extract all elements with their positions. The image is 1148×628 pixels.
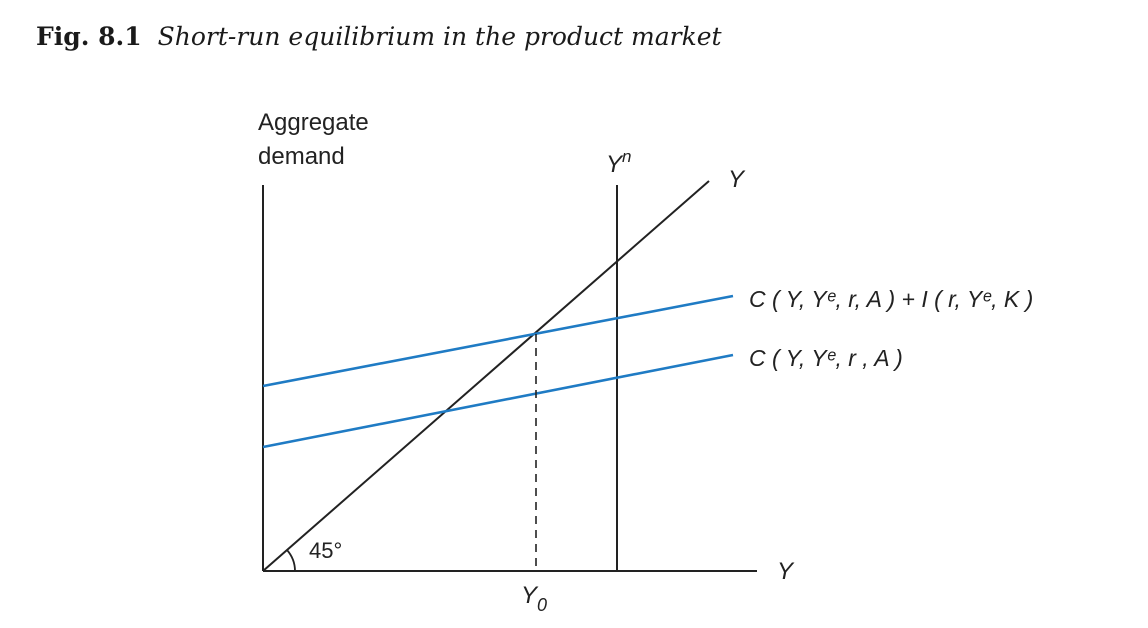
x-axis-label: Y: [777, 558, 795, 585]
consumption-line: [262, 353, 734, 449]
curve-upper-label: C ( Y, Yᵉ, r, A ) + I ( r, Yᵉ, K ): [749, 286, 1033, 312]
figure-caption: Short-run equilibrium in the product mar…: [157, 22, 722, 51]
y-axis-label-line1: Aggregate: [258, 109, 369, 136]
line-45-label: Y: [728, 166, 746, 193]
line-45-degree: [262, 180, 710, 572]
angle-arc: [286, 549, 296, 572]
curve-lower-label: C ( Y, Yᵉ, r , A ): [749, 345, 903, 371]
angle-label: 45°: [309, 538, 342, 563]
y-axis-label-line2: demand: [258, 143, 345, 170]
y0-label: Y0: [521, 582, 547, 615]
figure-number: Fig. 8.1: [36, 22, 142, 51]
consumption-plus-investment-line: [262, 294, 734, 388]
figure-title: Fig. 8.1 Short-run equilibrium in the pr…: [36, 22, 722, 51]
yn-label: Yn: [606, 147, 631, 178]
